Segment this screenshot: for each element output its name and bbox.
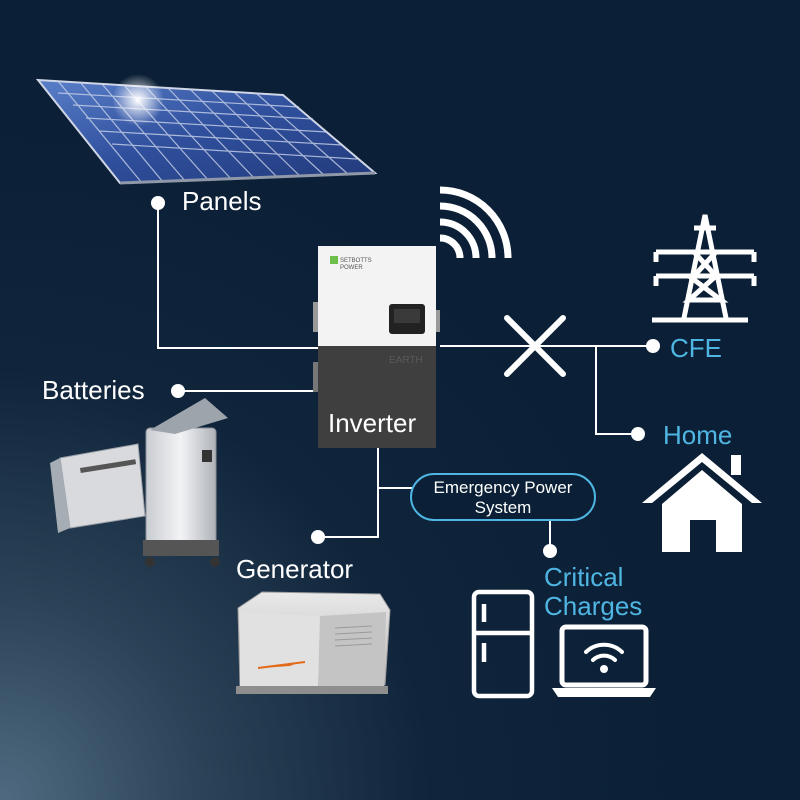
inverter-brand-line1: SETBOTTS (340, 258, 372, 265)
batteries-dot (171, 384, 185, 398)
emergency-power-system-box: Emergency Power System (410, 473, 596, 521)
cfe-dot (646, 339, 660, 353)
generator-label: Generator (236, 554, 353, 585)
eps-line2: System (412, 498, 594, 518)
laptop-wifi-icon (552, 627, 656, 697)
panels-line (158, 203, 318, 348)
batteries-label: Batteries (42, 375, 145, 406)
inverter-label: Inverter (328, 408, 416, 439)
solar-panel-icon (38, 74, 375, 183)
inverter-brand: SETBOTTS POWER (340, 258, 372, 272)
battery-pack-icon (50, 398, 228, 567)
wifi-signal-icon (440, 190, 508, 258)
panels-label: Panels (182, 186, 262, 217)
critical-charges-line2: Charges (544, 592, 642, 621)
cfe-label: CFE (670, 333, 722, 364)
generator-dot (311, 530, 325, 544)
power-tower-icon (652, 215, 754, 320)
critical-dot (543, 544, 557, 558)
refrigerator-icon (474, 592, 532, 696)
generator-line (320, 448, 378, 537)
critical-charges-label: Critical Charges (544, 563, 642, 621)
home-line (596, 346, 638, 434)
critical-charges-line1: Critical (544, 563, 642, 592)
generator-icon (236, 592, 390, 694)
panels-dot (151, 196, 165, 210)
eps-line1: Emergency Power (412, 478, 594, 498)
home-label: Home (663, 420, 732, 451)
svg-text:EARTH: EARTH (389, 355, 423, 366)
inverter-brand-line2: POWER (340, 265, 372, 272)
house-icon (642, 453, 762, 552)
home-dot (631, 427, 645, 441)
